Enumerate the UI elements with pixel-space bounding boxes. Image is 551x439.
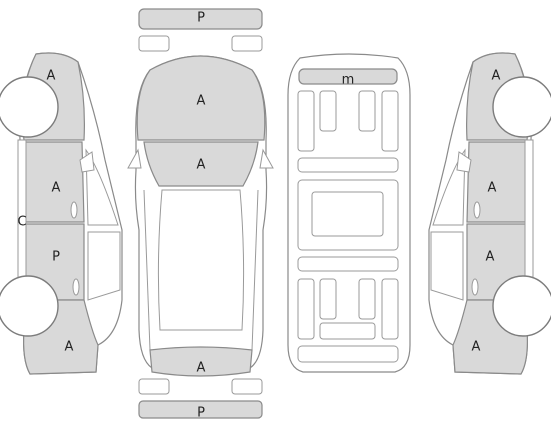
car-right-side-view — [428, 52, 551, 375]
tailgate-label: A — [197, 361, 206, 376]
left-rear-window — [87, 231, 121, 301]
car-top-view: P A A A P — [127, 8, 274, 421]
interior-cell — [297, 157, 399, 173]
right-door-handle — [473, 201, 481, 219]
hood-part[interactable] — [136, 55, 266, 141]
right-side-mirror — [456, 151, 472, 173]
left-pillar-label: C — [17, 215, 26, 230]
car-interior-view: m — [287, 53, 411, 373]
interior-cell — [381, 90, 399, 152]
left-rear-door-label: P — [52, 250, 60, 265]
right-front-wheel — [492, 76, 551, 138]
rear-bumper-label: P — [197, 406, 205, 421]
front-left-light — [138, 35, 170, 52]
left-mirror — [127, 148, 142, 169]
right-front-fender-label: A — [492, 69, 501, 84]
windshield-part[interactable] — [143, 141, 259, 187]
interior-cell — [319, 322, 376, 340]
right-front-door-label: A — [488, 181, 497, 196]
interior-cell — [381, 278, 399, 340]
rear-right-light — [231, 378, 263, 395]
rear-left-light — [138, 378, 170, 395]
roof-panel-part[interactable] — [298, 68, 398, 85]
left-door-handle — [72, 278, 80, 296]
left-door-handle — [70, 201, 78, 219]
interior-cell — [358, 278, 376, 320]
car-left-side-view: A A C P A — [0, 52, 123, 375]
right-rear-quarter-label: A — [472, 340, 481, 355]
right-rear-window — [430, 231, 464, 301]
right-mirror — [259, 148, 274, 169]
front-bumper-part[interactable] — [138, 8, 263, 30]
cabin-outline — [157, 189, 245, 331]
interior-cell — [297, 90, 315, 152]
rear-bumper-part[interactable] — [138, 400, 263, 419]
interior-cell — [297, 278, 315, 340]
left-front-fender-label: A — [47, 69, 56, 84]
roof-panel-label: m — [342, 73, 355, 88]
interior-cell — [319, 278, 337, 320]
interior-cell — [311, 191, 384, 237]
interior-cell — [358, 90, 376, 132]
front-bumper-label: P — [197, 11, 205, 26]
left-front-door-label: A — [52, 181, 61, 196]
right-rear-wheel — [492, 275, 551, 337]
tailgate-part[interactable] — [149, 346, 253, 377]
left-rear-wheel — [0, 275, 59, 337]
front-right-light — [231, 35, 263, 52]
interior-cell — [297, 345, 399, 363]
interior-cell — [319, 90, 337, 132]
left-front-wheel — [0, 76, 59, 138]
left-side-line — [143, 189, 151, 351]
left-side-mirror — [79, 151, 95, 173]
left-rear-quarter-label: A — [65, 340, 74, 355]
windshield-label: A — [197, 158, 206, 173]
interior-cell — [297, 256, 399, 272]
right-door-handle — [471, 278, 479, 296]
right-rear-door-label: A — [486, 250, 495, 265]
right-side-line — [251, 189, 259, 351]
hood-label: A — [197, 94, 206, 109]
